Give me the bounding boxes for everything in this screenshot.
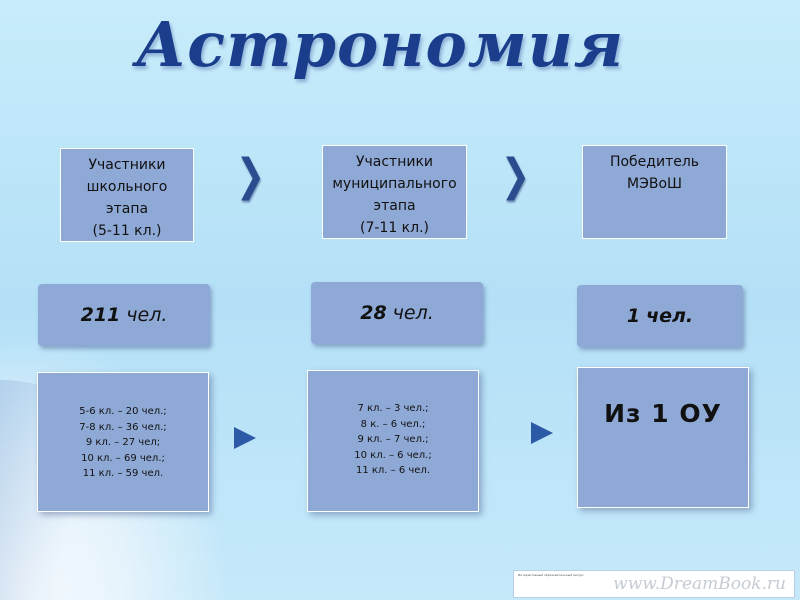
detail-text: 5-6 кл. – 20 чел.; 7-8 кл. – 36 чел.; 9 … — [79, 406, 167, 479]
count-box-school: 211 чел. — [38, 284, 210, 346]
stage-label: Участники муниципального этапа (7-11 кл.… — [332, 154, 457, 236]
count-unit: чел. — [392, 302, 434, 324]
watermark-text: www.DreamBook.ru — [613, 574, 786, 594]
detail-box-winner: Из 1 ОУ — [577, 367, 749, 508]
count-unit: чел. — [126, 304, 168, 326]
count-number: 211 — [80, 304, 121, 326]
chevron-right-icon: ❯ — [235, 150, 266, 201]
stage-label: Победитель МЭВоШ — [609, 154, 700, 192]
count-unit: чел. — [646, 305, 694, 327]
triangle-right-icon — [234, 427, 256, 449]
count-number: 28 — [360, 302, 387, 324]
detail-box-municipal: 7 кл. – 3 чел.; 8 к. – 6 чел.; 9 кл. – 7… — [307, 370, 479, 512]
watermark-caption: Интерактивный образовательный ресурс — [518, 573, 584, 577]
count-number: 1 — [626, 305, 641, 327]
count-box-winner: 1 чел. — [577, 285, 743, 347]
watermark: Интерактивный образовательный ресурс www… — [513, 570, 795, 598]
stage-box-school: Участники школьного этапа (5-11 кл.) — [60, 148, 194, 242]
stage-box-municipal: Участники муниципального этапа (7-11 кл.… — [322, 145, 467, 239]
detail-text: 7 кл. – 3 чел.; 8 к. – 6 чел.; 9 кл. – 7… — [354, 403, 432, 476]
detail-text: Из 1 ОУ — [604, 399, 722, 428]
page-title: Астрономия — [135, 8, 625, 81]
count-box-municipal: 28 чел. — [311, 282, 483, 344]
stage-label: Участники школьного этапа (5-11 кл.) — [86, 157, 168, 239]
chevron-right-icon: ❯ — [500, 150, 531, 201]
detail-box-school: 5-6 кл. – 20 чел.; 7-8 кл. – 36 чел.; 9 … — [37, 372, 209, 512]
stage-box-winner: Победитель МЭВоШ — [582, 145, 727, 239]
triangle-right-icon — [531, 422, 553, 444]
